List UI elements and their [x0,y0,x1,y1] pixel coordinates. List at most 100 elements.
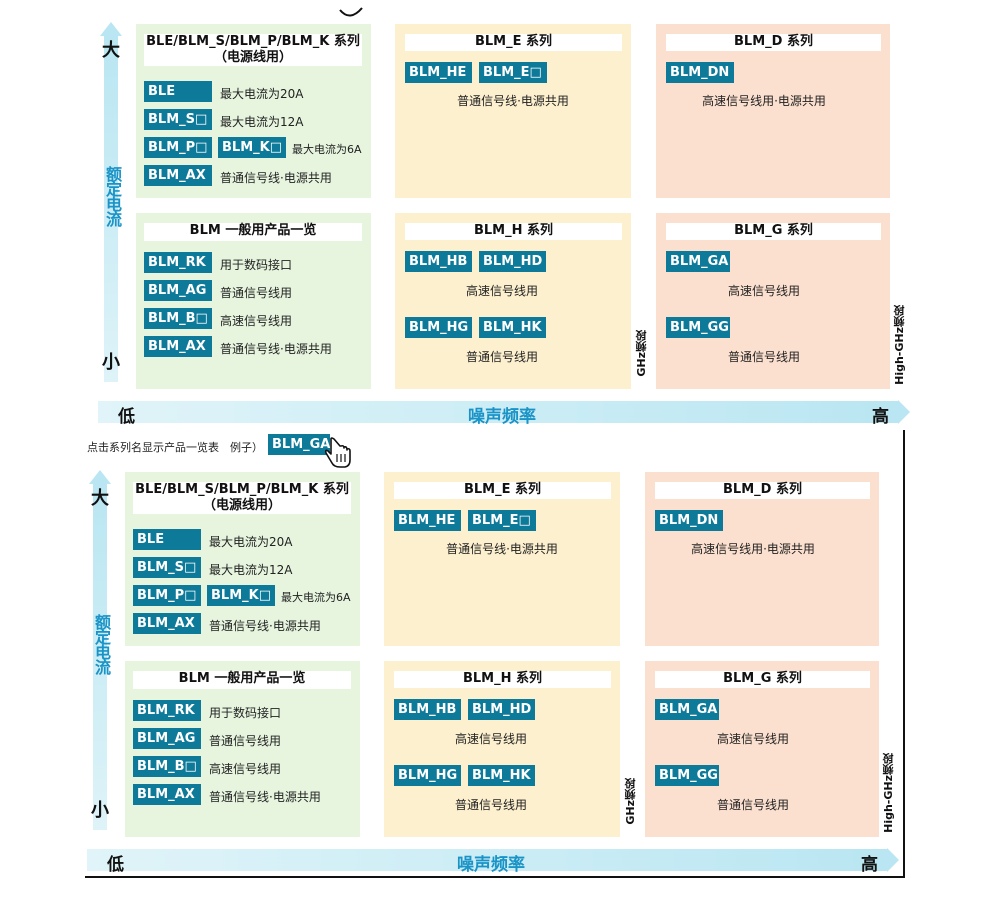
chip-BLM_AX[interactable]: BLM_AX [144,336,212,357]
chip-BLM_E[interactable]: BLM_E□ [479,62,547,83]
series-title-power[interactable]: BLE/BLM_S/BLM_P/BLM_K 系列 （电源线用） [144,34,362,66]
chip-BLM_E[interactable]: BLM_E□ [468,510,536,531]
desc-power-3: 最大电流为6A [292,143,362,156]
quadrant-g: BLM_G 系列 BLM_GA 高速信号线用 BLM_GG 普通信号线用 [656,213,890,389]
series-title-g[interactable]: BLM_G 系列 [666,223,881,240]
chip-BLM_HB[interactable]: BLM_HB [405,251,472,272]
x-axis-low-label: 低 [118,407,135,427]
axis-arrow-up-icon [100,22,122,36]
series-title-h[interactable]: BLM_H 系列 [394,671,611,688]
y-axis-low-label: 小 [102,352,120,373]
quadrant-h-bottom: BLM_H 系列 BLM_HB BLM_HD 高速信号线用 BLM_HG BLM… [384,661,620,837]
axis-arrow-right-icon [887,848,899,872]
quadrant-e-bottom: BLM_E 系列 BLM_HE BLM_E□ 普通信号线·电源共用 [384,472,620,646]
quadrant-g-bottom: BLM_G 系列 BLM_GA 高速信号线用 BLM_GG 普通信号线用 [645,661,879,837]
series-title-general[interactable]: BLM 一般用产品一览 [133,671,351,689]
chip-BLM_P[interactable]: BLM_P□ [144,137,212,158]
chip-BLM_HB[interactable]: BLM_HB [394,699,461,720]
chip-BLM_AX[interactable]: BLM_AX [133,613,201,634]
cursor-fragment-icon [339,7,363,17]
desc-h-2: 普通信号线用 [465,350,538,364]
chip-BLM_HK[interactable]: BLM_HK [479,317,546,338]
series-title-h[interactable]: BLM_H 系列 [405,223,622,240]
chip-BLM_HD[interactable]: BLM_HD [479,251,546,272]
desc-g-1: 高速信号线用 [727,284,800,298]
quadrant-e: BLM_E 系列 BLM_HE BLM_E□ 普通信号线·电源共用 [395,24,631,198]
axis-arrow-right-icon [898,400,910,424]
quadrant-power: BLE/BLM_S/BLM_P/BLM_K 系列 （电源线用） BLE 最大电流… [136,24,371,198]
desc-h-1: 高速信号线用 [465,284,538,298]
chip-BLM_AX[interactable]: BLM_AX [144,165,212,186]
series-title-d[interactable]: BLM_D 系列 [655,482,870,499]
axis-arrow-up-icon [89,470,111,484]
series-title-e[interactable]: BLM_E 系列 [405,34,622,51]
chip-BLM_HG[interactable]: BLM_HG [394,765,461,786]
chip-BLM_HK[interactable]: BLM_HK [468,765,535,786]
y-axis-high-label: 大 [102,40,120,61]
chip-BLM_HE[interactable]: BLM_HE [405,62,472,83]
chip-BLM_AG[interactable]: BLM_AG [144,280,212,301]
chip-BLM_B[interactable]: BLM_B□ [133,756,201,777]
desc-d: 高速信号线用·电源共用 [702,94,826,108]
high-ghz-band-label-bottom: High-GHz频段 [882,753,895,833]
quadrant-power-bottom: BLE/BLM_S/BLM_P/BLM_K 系列 （电源线用） BLE 最大电流… [125,472,360,646]
chip-BLM_DN[interactable]: BLM_DN [655,510,723,531]
chip-BLM_S[interactable]: BLM_S□ [133,557,201,578]
desc-g-2: 普通信号线用 [716,798,789,812]
series-title-g[interactable]: BLM_G 系列 [655,671,870,688]
desc-power-4: 普通信号线·电源共用 [209,619,321,633]
x-axis-high-label-bottom: 高 [861,855,878,875]
chip-BLM_AX[interactable]: BLM_AX [133,784,201,805]
chip-BLM_GG[interactable]: BLM_GG [655,765,719,786]
desc-general-3: 高速信号线用 [209,762,282,776]
chip-BLM_AG[interactable]: BLM_AG [133,728,201,749]
series-title-general[interactable]: BLM 一般用产品一览 [144,223,362,241]
chip-BLM_P[interactable]: BLM_P□ [133,585,201,606]
desc-power-3: 最大电流为6A [281,591,351,604]
rated-current-axis [100,22,122,382]
desc-e: 普通信号线·电源共用 [457,94,569,108]
hint-example-chip[interactable]: BLM_GA [268,434,330,455]
desc-h-2: 普通信号线用 [454,798,527,812]
series-title-e[interactable]: BLM_E 系列 [394,482,611,499]
series-title-d[interactable]: BLM_D 系列 [666,34,881,51]
chip-BLM_GA[interactable]: BLM_GA [666,251,730,272]
hand-pointer-icon [324,437,351,468]
x-axis-title: 噪声频率 [468,407,536,427]
y-axis-title: 额定电流 [103,166,122,226]
chip-BLE[interactable]: BLE [144,81,212,102]
quadrant-d: BLM_D 系列 BLM_DN 高速信号线用·电源共用 [656,24,890,198]
desc-general-1: 用于数码接口 [220,258,293,272]
desc-general-4: 普通信号线·电源共用 [209,790,321,804]
desc-e: 普通信号线·电源共用 [446,542,558,556]
hint-text: 点击系列名显示产品一览表 例子） [87,441,263,454]
rated-current-axis-bottom [89,470,111,830]
ghz-band-label-bottom: GHz频段 [624,778,637,825]
chip-BLM_GG[interactable]: BLM_GG [666,317,730,338]
chip-BLM_GA[interactable]: BLM_GA [655,699,719,720]
chip-BLM_S[interactable]: BLM_S□ [144,109,212,130]
y-axis-high-label-bottom: 大 [91,488,109,509]
chip-BLE[interactable]: BLE [133,529,201,550]
desc-general-1: 用于数码接口 [209,706,282,720]
chip-BLM_RK[interactable]: BLM_RK [144,252,212,273]
chip-BLM_RK[interactable]: BLM_RK [133,700,201,721]
desc-g-2: 普通信号线用 [727,350,800,364]
x-axis-title-bottom: 噪声频率 [457,855,525,875]
desc-power-1: 最大电流为20A [220,87,304,101]
desc-power-2: 最大电流为12A [220,115,304,129]
quadrant-h: BLM_H 系列 BLM_HB BLM_HD 高速信号线用 BLM_HG BLM… [395,213,631,389]
chip-BLM_K[interactable]: BLM_K□ [207,585,275,606]
desc-general-4: 普通信号线·电源共用 [220,342,332,356]
chip-BLM_DN[interactable]: BLM_DN [666,62,734,83]
chip-BLM_B[interactable]: BLM_B□ [144,308,212,329]
chip-BLM_K[interactable]: BLM_K□ [218,137,286,158]
chip-BLM_HE[interactable]: BLM_HE [394,510,461,531]
series-title-power[interactable]: BLE/BLM_S/BLM_P/BLM_K 系列 （电源线用） [133,482,351,514]
chip-BLM_HG[interactable]: BLM_HG [405,317,472,338]
desc-power-4: 普通信号线·电源共用 [220,171,332,185]
noise-frequency-axis-bottom [87,849,887,871]
x-axis-low-label-bottom: 低 [107,855,124,875]
chip-BLM_HD[interactable]: BLM_HD [468,699,535,720]
